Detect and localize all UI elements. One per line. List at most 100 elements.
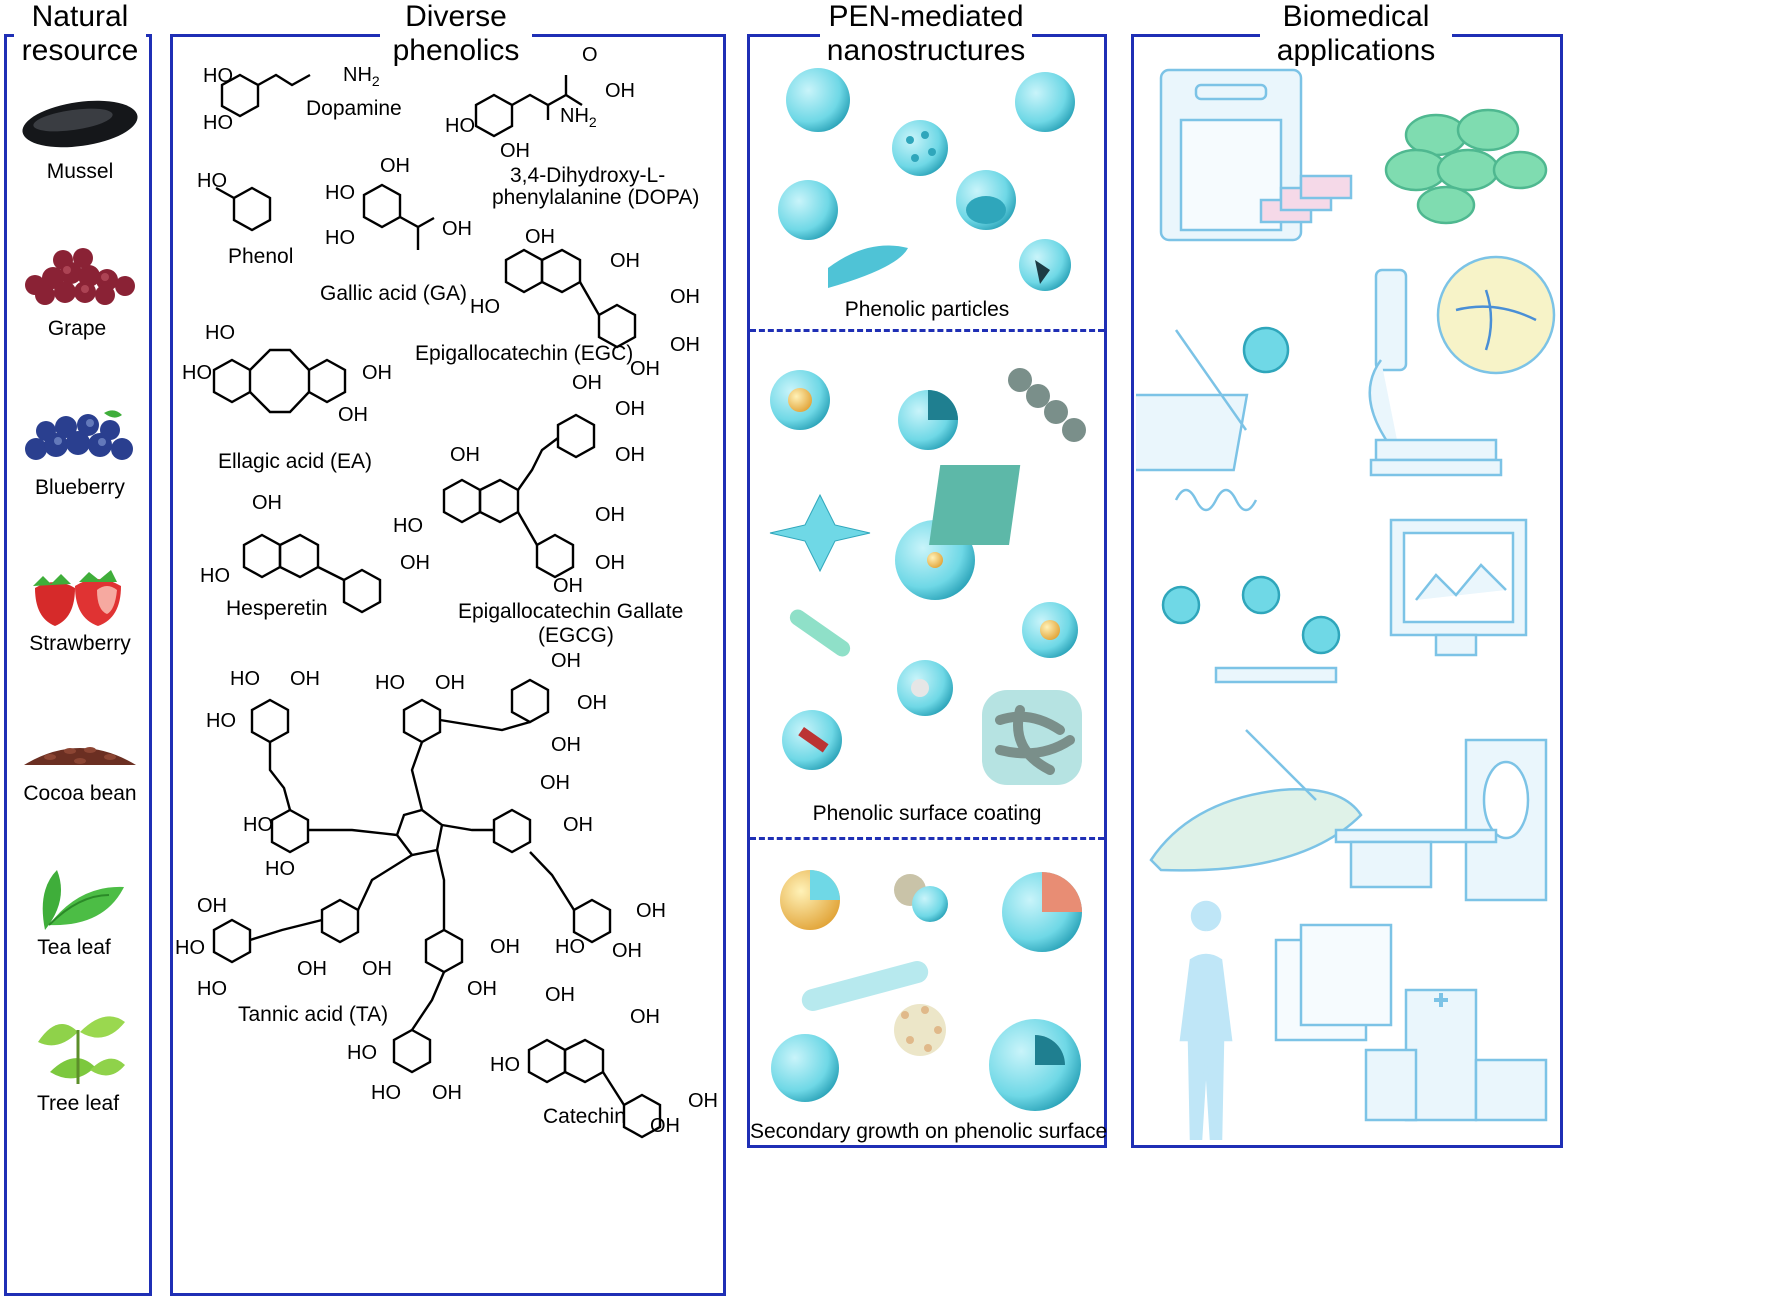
ellagic-acid-ring-2: [307, 358, 347, 404]
nanostructure-illustrations: [769, 68, 1086, 1111]
ellagic-acid-ring-1: [212, 358, 252, 404]
hesp-ho: HO: [200, 565, 230, 587]
dopa-oh-acid: OH: [605, 80, 635, 102]
cat-oh-top: OH: [545, 984, 575, 1006]
ea-oh-1: OH: [362, 362, 392, 384]
ga-ho-mid: HO: [325, 182, 355, 204]
grape-image: [25, 248, 135, 305]
monitor-icon: [1389, 518, 1528, 657]
ta-ring-7: [212, 918, 252, 964]
strawberry-image: [33, 570, 121, 626]
nanoprobe-2: [1241, 575, 1281, 615]
cat-oh-b2: OH: [650, 1115, 680, 1137]
ta-oh-11: OH: [197, 895, 227, 917]
egcg-oh-1: OH: [572, 372, 602, 394]
compound-egc: Epigallocatechin (EGC): [415, 342, 634, 365]
resource-label-strawberry: Strawberry: [29, 632, 131, 655]
solid-sphere: [786, 68, 850, 132]
ta-ho-4: HO: [243, 814, 273, 836]
textured-sphere: [1015, 72, 1075, 132]
ta-ho-1: HO: [230, 668, 260, 690]
resource-label-blueberry: Blueberry: [35, 476, 125, 499]
compound-egcg-line1: Epigallocatechin Gallate: [458, 600, 684, 623]
syringe-icon: [1245, 729, 1317, 801]
egc-oh-b3: OH: [630, 358, 660, 380]
ea-oh-2: OH: [338, 404, 368, 426]
wave-signal-icon: [1174, 488, 1258, 512]
phenolic-structures: [212, 73, 662, 1139]
ta-oh-15: OH: [467, 978, 497, 1000]
ga-oh-acid: OH: [442, 218, 472, 240]
nanorod: [789, 609, 851, 657]
scanner-icon: [1334, 738, 1548, 902]
hemisphere: [778, 180, 838, 240]
decorated-rod: [801, 961, 929, 1011]
ta-oh-1: OH: [290, 668, 320, 690]
hesp-oh-b: OH: [400, 552, 430, 574]
ta-oh-16: OH: [432, 1082, 462, 1104]
nanoparticle-probe-icon: [1242, 326, 1290, 374]
hospital-icon: [1364, 988, 1548, 1122]
ta-oh-3: OH: [435, 672, 465, 694]
compound-hesperetin: Hesperetin: [226, 597, 328, 620]
section-divider-2: [750, 837, 1104, 840]
catechin-ring-c: [563, 1038, 605, 1084]
egc-ho-left: HO: [470, 296, 500, 318]
compound-egcg-line2: (EGCG): [538, 624, 614, 647]
raspberry-sphere: [771, 1034, 839, 1102]
cocoa-bean-image: [24, 747, 136, 765]
ta-glucose: [395, 808, 444, 857]
dopa-ring: [474, 93, 514, 138]
egcg-oh-3: OH: [615, 444, 645, 466]
phenol-ring: [232, 186, 272, 232]
ta-ring-3: [510, 678, 550, 724]
egc-ring-b: [597, 303, 637, 349]
resource-label-grape: Grape: [47, 317, 107, 340]
egc-oh-top: OH: [525, 226, 555, 248]
egcg-galloyl-ring: [556, 413, 596, 459]
compound-dopamine: Dopamine: [306, 97, 402, 120]
ta-oh-12: OH: [297, 958, 327, 980]
ta-ho-10: HO: [371, 1082, 401, 1104]
hesperetin-ring-a: [242, 533, 282, 579]
ta-ho-9: HO: [347, 1042, 377, 1064]
ga-oh-top: OH: [380, 155, 410, 177]
neuron-image-icon: [1436, 255, 1556, 375]
diverse-phenolics-title: Diverse phenolics: [380, 0, 532, 68]
cells-icon: [1384, 108, 1548, 225]
section-divider-1: [750, 329, 1104, 332]
ga-ho-bottom: HO: [325, 227, 355, 249]
cat-oh-c: OH: [630, 1006, 660, 1028]
compound-gallic-acid: Gallic acid (GA): [320, 282, 468, 305]
ta-ring-9: [424, 928, 464, 974]
compound-dopa-line2: phenylalanine (DOPA): [492, 186, 700, 209]
star-particle: [769, 493, 871, 573]
dopa-ho: HO: [445, 115, 475, 137]
biomedical-illustrations: [1136, 68, 1556, 1140]
culture-flasks-icon: [1259, 174, 1353, 224]
hesperetin-ring-b: [342, 568, 382, 614]
egc-oh-b2: OH: [670, 334, 700, 356]
catechin-ring-a: [527, 1038, 567, 1084]
compound-dopa-line1: 3,4-Dihydroxy-L-: [510, 164, 666, 187]
janus-particle-b: [912, 886, 948, 922]
ta-ring-2: [402, 698, 442, 744]
ea-ho-2: HO: [182, 362, 212, 384]
egc-ring-a: [504, 248, 544, 294]
ta-oh-5: OH: [577, 692, 607, 714]
nanoprobe-1: [1161, 585, 1201, 625]
ta-ring-1: [250, 698, 290, 744]
ta-ho-8: HO: [197, 978, 227, 1000]
ta-oh-10: OH: [612, 940, 642, 962]
hesp-oh: OH: [252, 492, 282, 514]
egcg-oh-2: OH: [615, 398, 645, 420]
section-label-secondary-growth: Secondary growth on phenolic surface: [750, 1120, 1108, 1143]
cat-oh-b1: OH: [688, 1090, 718, 1112]
phenol-ho: HO: [197, 170, 227, 192]
egc-oh-c: OH: [610, 250, 640, 272]
dopamine-ho-bottom: HO: [203, 112, 233, 134]
resource-label-tea-leaf: Tea leaf: [37, 936, 111, 959]
dopa-nh2: NH2: [560, 105, 597, 130]
ta-ho-6: HO: [555, 936, 585, 958]
ta-ho-7: HO: [175, 937, 205, 959]
